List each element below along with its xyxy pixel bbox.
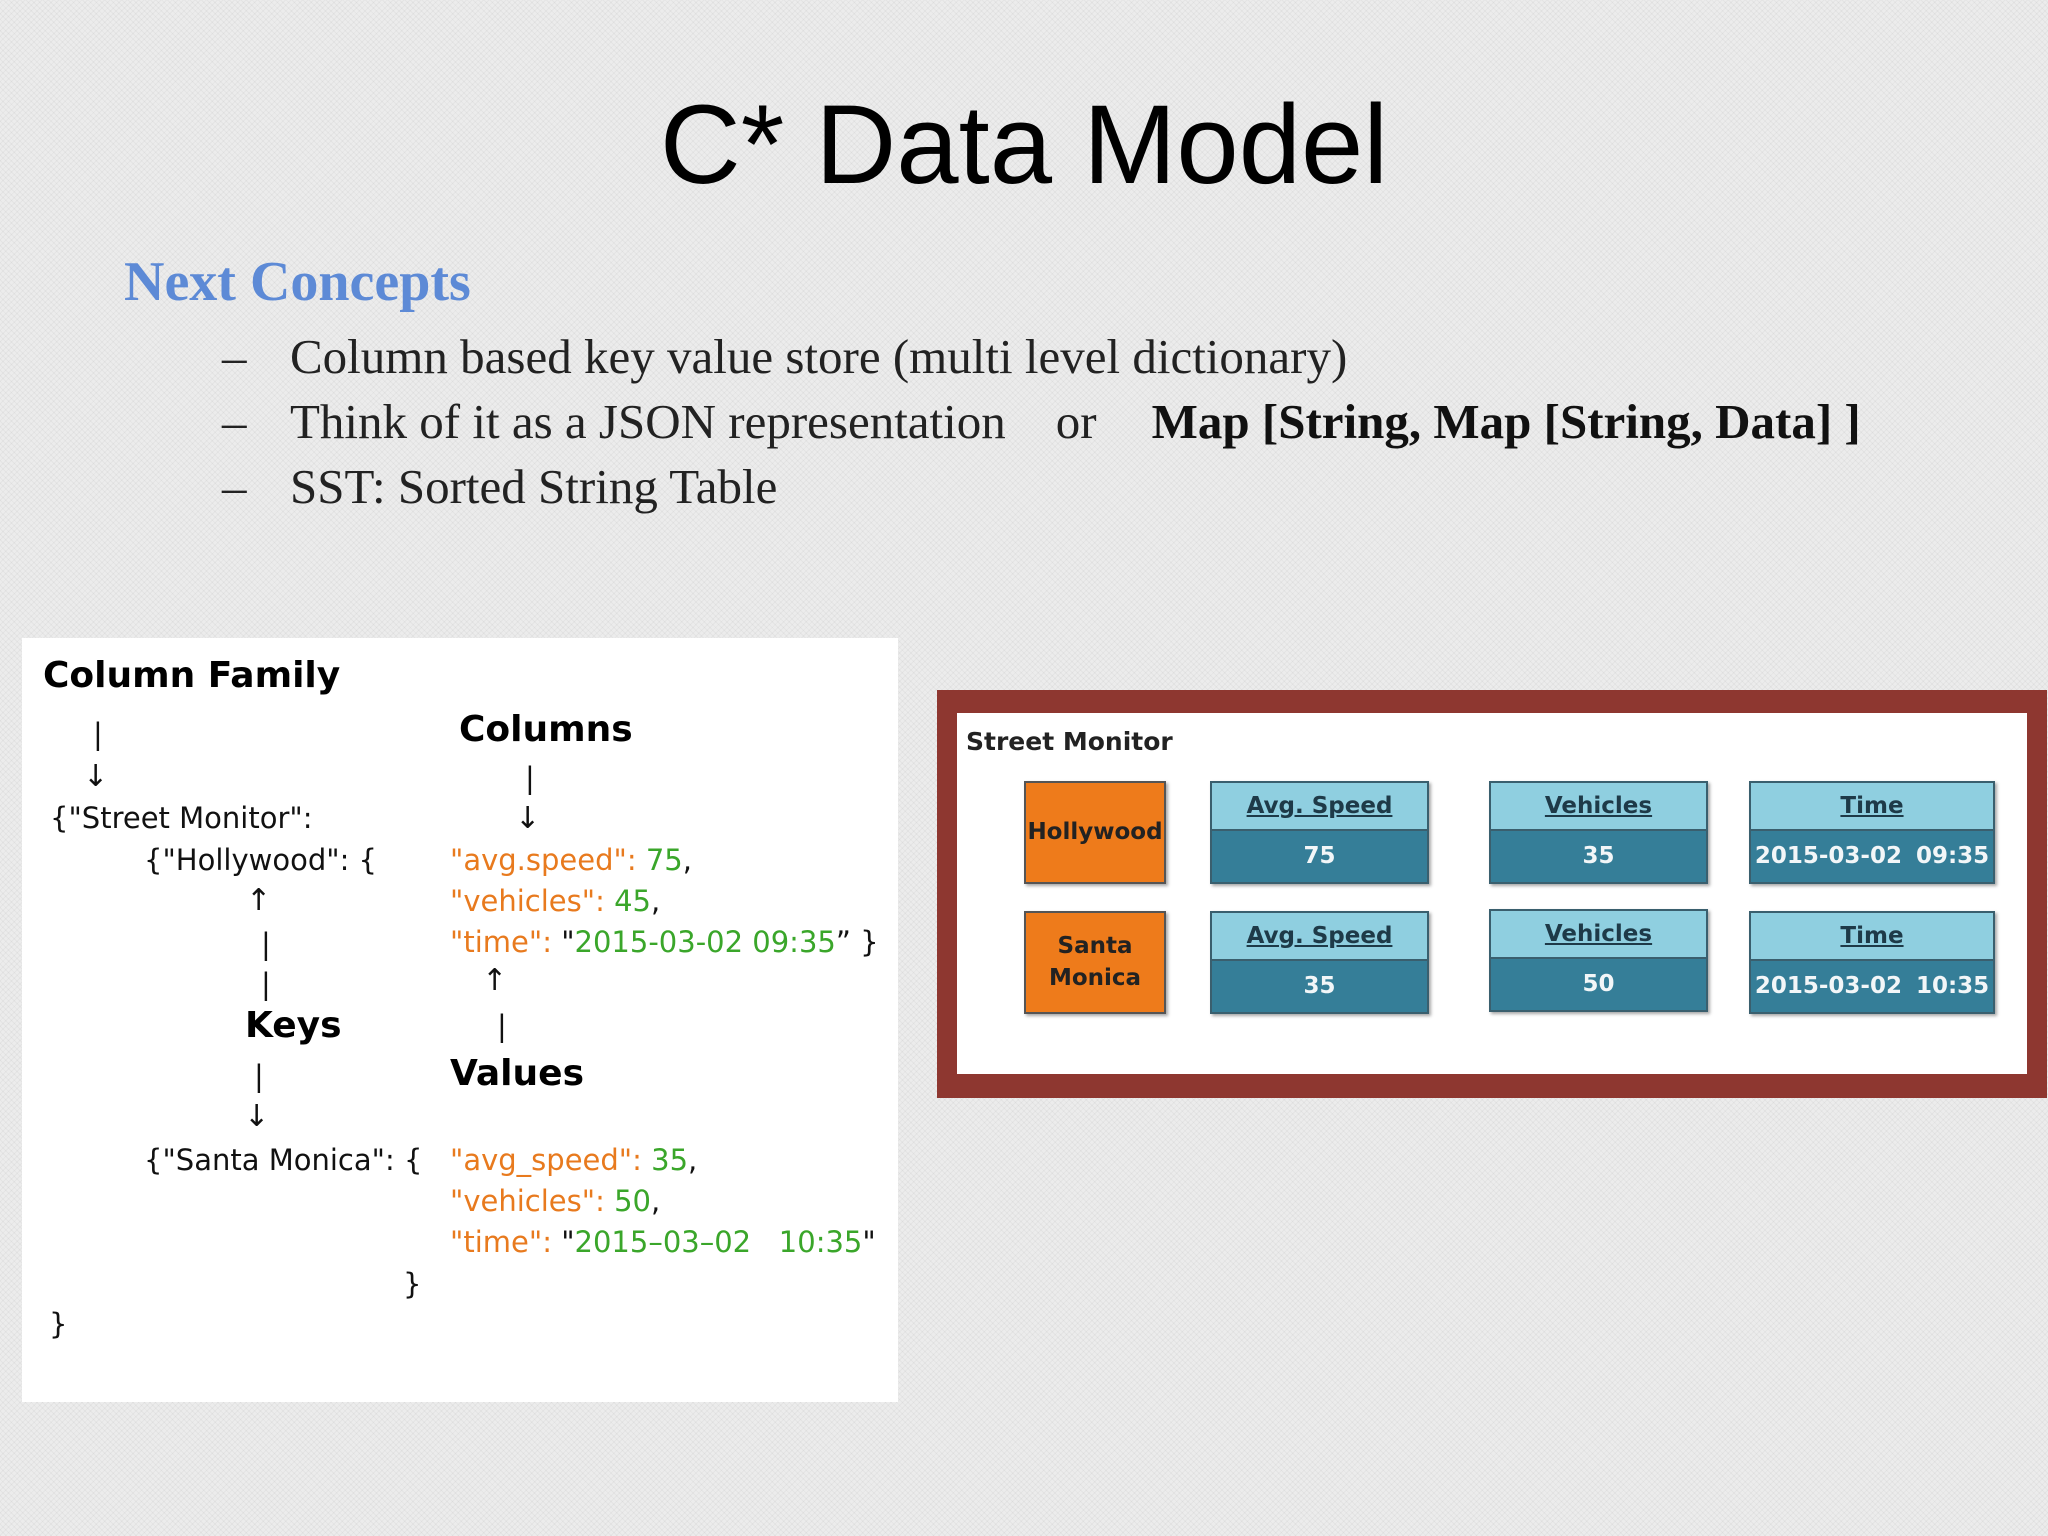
card-time: Time 2015-03-02 09:35 <box>1749 781 1995 884</box>
columns-label: Columns <box>459 709 633 750</box>
bullet-text: Think of it as a JSON representation or Ma… <box>290 389 1861 454</box>
card-header: Time <box>1751 783 1993 831</box>
pipe-connector: | <box>254 1059 264 1093</box>
bullet-text: SST: Sorted String Table <box>290 459 778 514</box>
card-value: 50 <box>1491 958 1706 1010</box>
row1-vehicles: "vehicles": 45, <box>450 884 661 918</box>
outer-close-brace: } <box>49 1307 68 1341</box>
street-monitor-key: {"Street Monitor": <box>50 801 313 835</box>
card-value: 2015-03-02 10:35 <box>1751 960 1993 1012</box>
arrow-down-icon: ↓ <box>515 801 541 836</box>
bullet-dash: – <box>222 329 247 384</box>
bullet-text: Column based key value store (multi leve… <box>290 329 1348 384</box>
row1-avg-speed: "avg.speed": 75, <box>450 843 692 877</box>
card-header: Avg. Speed <box>1212 913 1427 961</box>
arrow-up-icon: ↑ <box>246 883 272 918</box>
row1-time: "time": "2015-03-02 09:35” } <box>450 925 879 959</box>
hollywood-key: {"Hollywood": { <box>144 843 378 877</box>
card-header: Time <box>1751 913 1993 961</box>
bullet-dash: – <box>222 394 247 449</box>
arrow-up-icon: ↑ <box>482 963 508 998</box>
pipe-connector: | <box>497 1009 507 1043</box>
card-vehicles: Vehicles 35 <box>1489 781 1708 884</box>
row2-time: "time": "2015–03–02 10:35" <box>450 1225 876 1259</box>
card-header: Vehicles <box>1491 783 1706 831</box>
slide-title: C* Data Model <box>659 82 1389 207</box>
street-monitor-title: Street Monitor <box>966 727 1173 756</box>
concepts-heading: Next Concepts <box>124 251 471 313</box>
bullet-map-signature: Map [String, Map [String, Data] ] <box>1151 394 1861 449</box>
location-hollywood: Hollywood <box>1024 781 1166 884</box>
card-avg-speed: Avg. Speed 35 <box>1210 911 1429 1014</box>
inner-close-brace: } <box>403 1267 422 1301</box>
pipe-connector: | <box>261 967 271 1001</box>
row2-vehicles: "vehicles": 50, <box>450 1184 661 1218</box>
card-value: 75 <box>1212 830 1427 882</box>
card-value: 35 <box>1491 830 1706 882</box>
pipe-connector: | <box>261 927 271 961</box>
card-time: Time 2015-03-02 10:35 <box>1749 911 1995 1014</box>
values-label: Values <box>450 1053 584 1094</box>
card-header: Vehicles <box>1491 911 1706 959</box>
street-monitor-frame: Street Monitor Hollywood Avg. Speed 75 V… <box>937 690 2047 1098</box>
bullet-json-text: Think of it as a JSON representation <box>290 394 1006 449</box>
pipe-connector: | <box>525 761 535 795</box>
column-family-label: Column Family <box>43 655 341 696</box>
santa-monica-key: {"Santa Monica": { <box>144 1143 423 1177</box>
arrow-down-icon: ↓ <box>83 759 109 794</box>
card-header: Avg. Speed <box>1212 783 1427 831</box>
bullet-dash: – <box>222 459 247 514</box>
arrow-down-icon: ↓ <box>244 1099 270 1134</box>
street-monitor-panel: Street Monitor Hollywood Avg. Speed 75 V… <box>957 713 2027 1074</box>
card-value: 35 <box>1212 960 1427 1012</box>
bullet-or: or <box>1055 394 1097 449</box>
card-vehicles: Vehicles 50 <box>1489 909 1708 1012</box>
json-diagram-panel: Column Family | ↓ {"Street Monitor": Col… <box>22 638 898 1402</box>
card-avg-speed: Avg. Speed 75 <box>1210 781 1429 884</box>
keys-label: Keys <box>245 1005 342 1046</box>
card-value: 2015-03-02 09:35 <box>1751 830 1993 882</box>
pipe-connector: | <box>93 717 103 751</box>
row2-avg-speed: "avg_speed": 35, <box>450 1143 698 1177</box>
location-santa-monica: Santa Monica <box>1024 911 1166 1014</box>
